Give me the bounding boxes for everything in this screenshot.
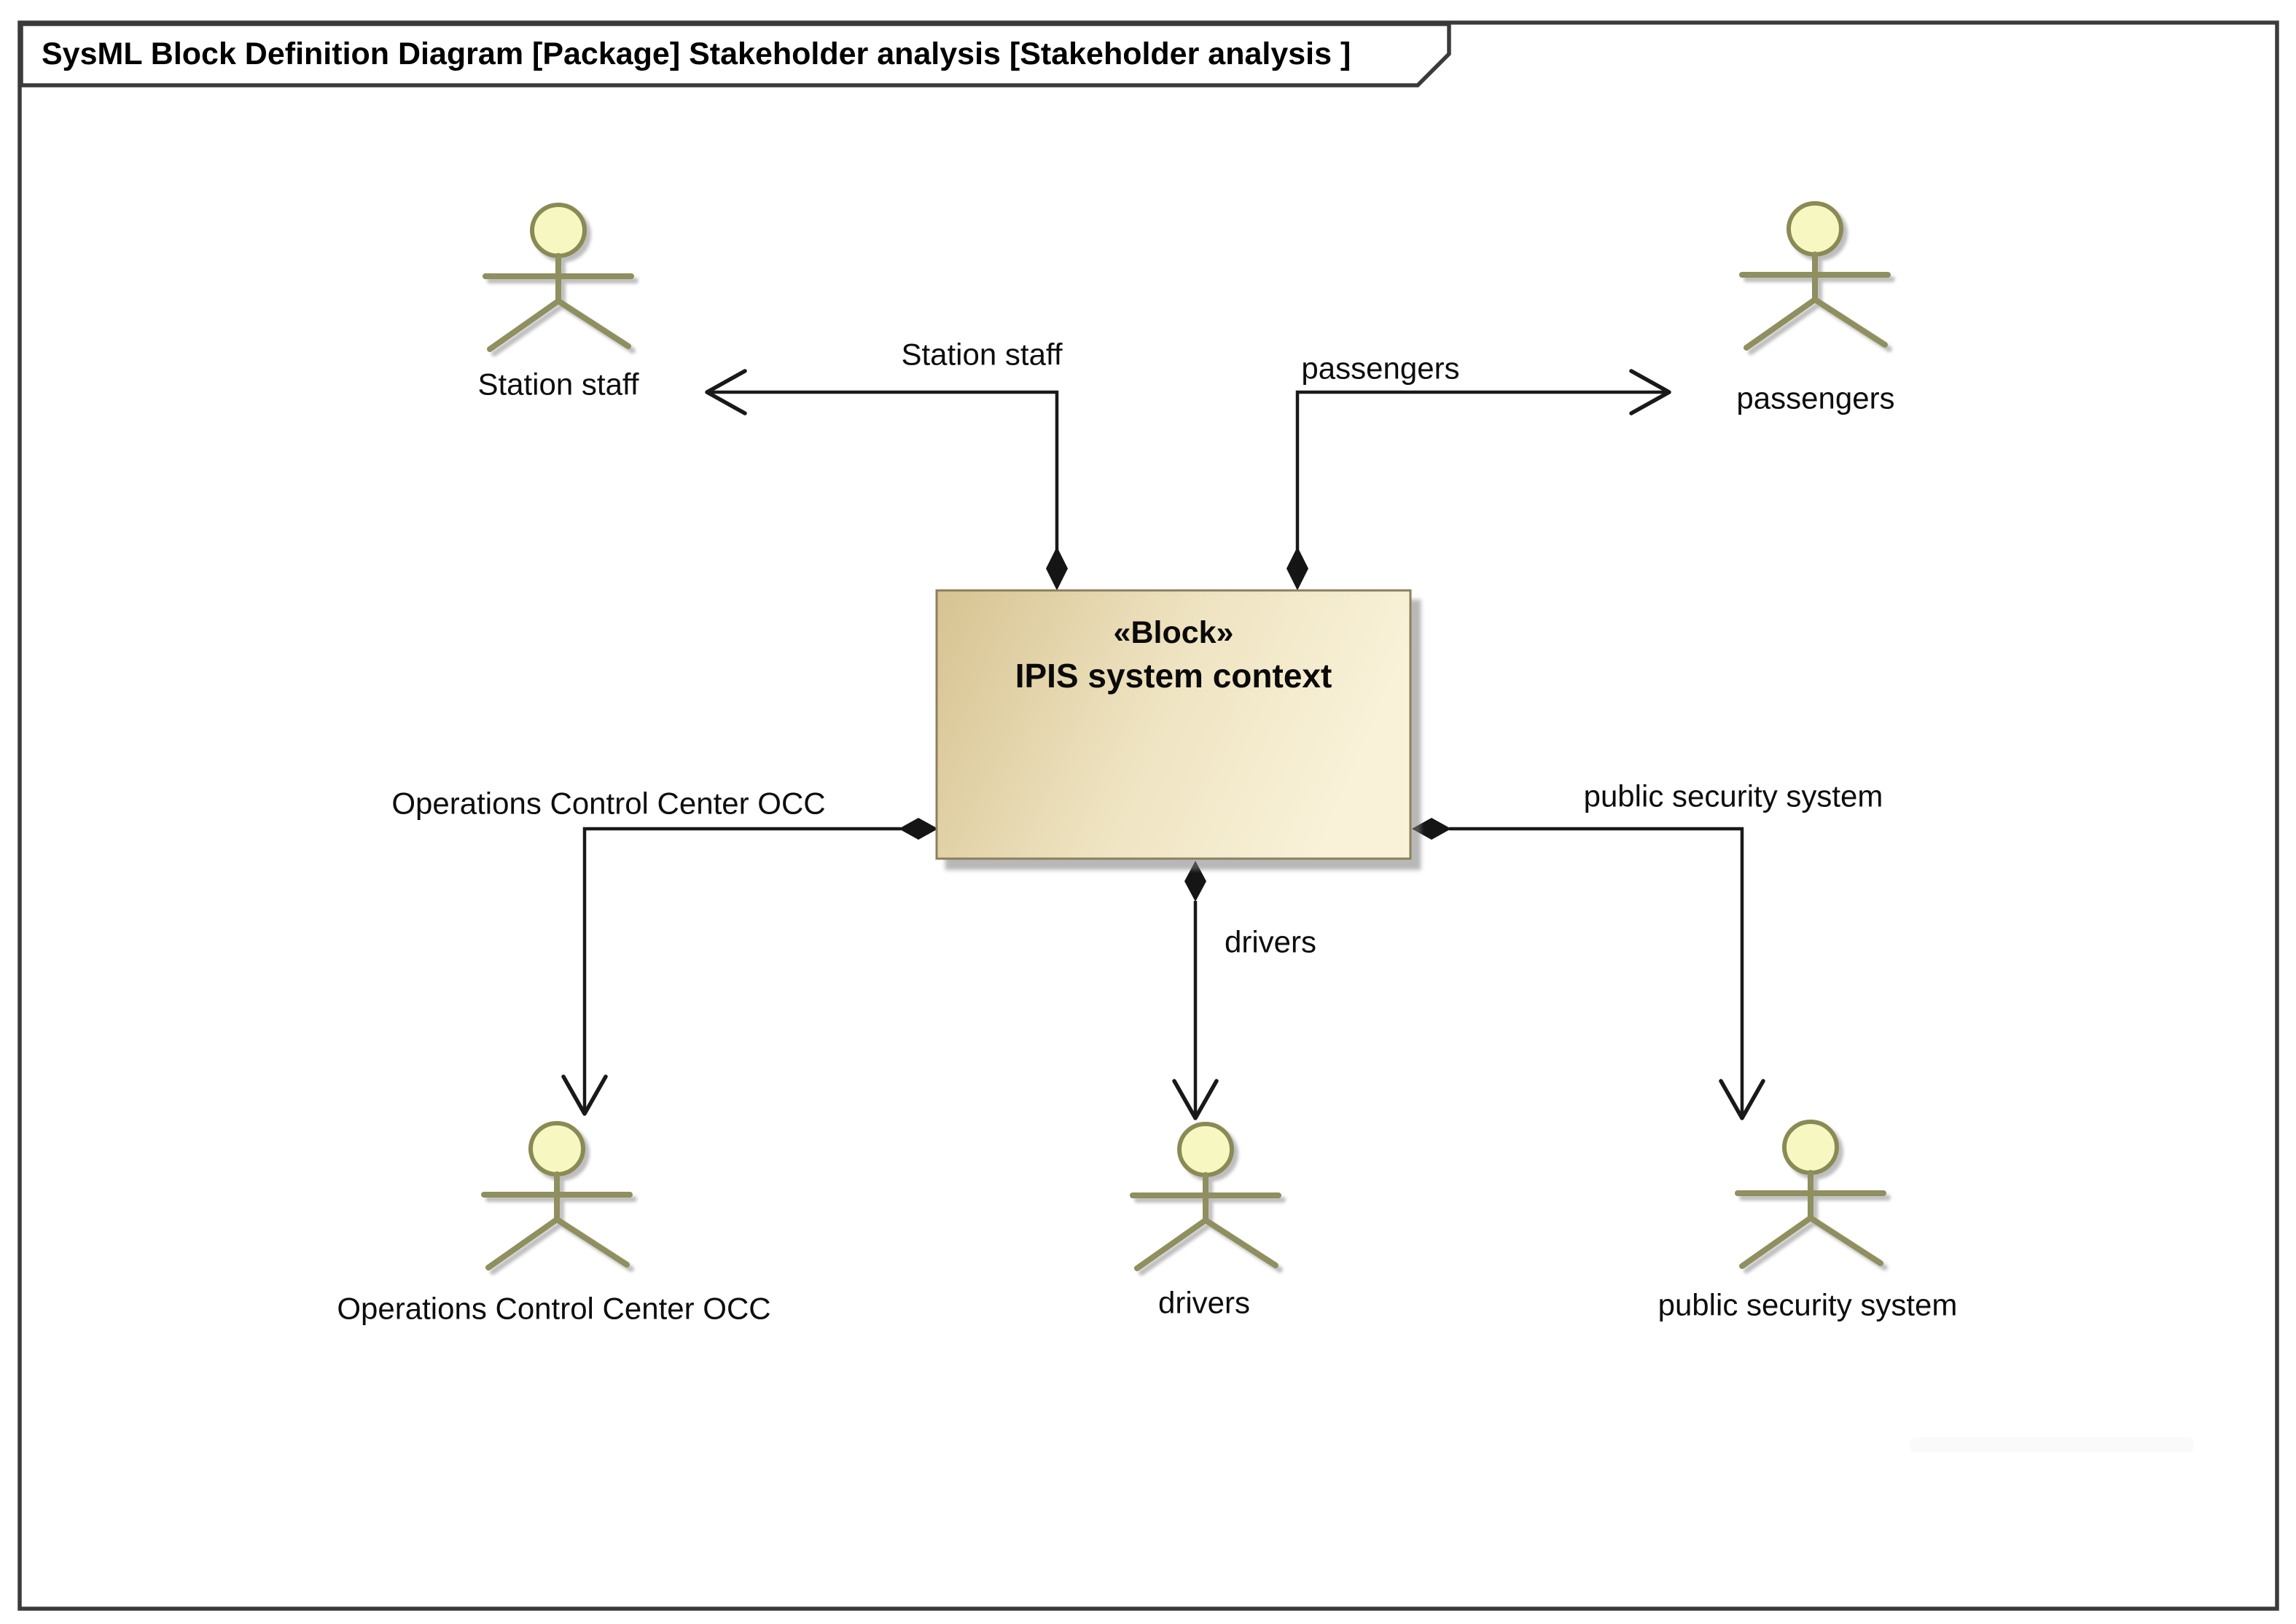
block-stereotype: «Block»	[1114, 615, 1234, 650]
stick-figure-icon	[1735, 1120, 1886, 1269]
composition-diamond	[1046, 547, 1068, 590]
actor-public-security[interactable]: public security system	[1658, 1120, 1958, 1322]
actor-label: Operations Control Center OCC	[337, 1292, 770, 1326]
open-arrowhead	[1719, 1079, 1765, 1120]
actor-drivers[interactable]: drivers	[1130, 1122, 1281, 1320]
stick-figure-icon	[1739, 201, 1891, 351]
connector-line	[1295, 390, 1669, 553]
open-arrowhead	[705, 369, 747, 415]
connector-label: drivers	[1225, 925, 1316, 959]
stick-figure-icon	[481, 1121, 633, 1270]
connector-occ[interactable]: Operations Control Center OCC	[391, 786, 938, 1116]
connector-drivers[interactable]: drivers	[1172, 861, 1316, 1120]
frame-title: SysML Block Definition Diagram [Package]…	[42, 36, 1351, 71]
diagram-frame: SysML Block Definition Diagram [Package]…	[17, 20, 2279, 1611]
open-arrowhead	[1172, 1079, 1219, 1120]
connector-station-staff[interactable]: Station staff	[705, 337, 1068, 591]
faint-smudge	[1910, 1437, 2194, 1452]
open-arrowhead	[1629, 369, 1671, 415]
actor-label: passengers	[1736, 381, 1894, 415]
actor-passengers[interactable]: passengers	[1736, 201, 1895, 415]
stick-figure-icon	[1130, 1122, 1281, 1271]
composition-diamond	[1184, 861, 1206, 902]
block-body[interactable]	[935, 589, 1412, 860]
connector-label: passengers	[1301, 351, 1459, 386]
actor-label: drivers	[1158, 1286, 1250, 1320]
composition-diamond	[1286, 547, 1308, 590]
actor-occ[interactable]: Operations Control Center OCC	[337, 1121, 771, 1326]
connector-label: public security system	[1584, 779, 1883, 813]
frame-title-tab	[19, 22, 1451, 87]
connector-line	[1449, 827, 1744, 1116]
connector-line	[582, 827, 901, 1111]
stick-figure-icon	[483, 203, 634, 352]
actor-label: Station staff	[477, 367, 639, 402]
composition-diamond	[1412, 818, 1451, 840]
actor-label: public security system	[1658, 1288, 1958, 1322]
composition-diamond	[899, 818, 938, 840]
block-ipis-system-context[interactable]: «Block» IPIS system context	[935, 589, 1412, 860]
connector-line	[707, 390, 1059, 553]
open-arrowhead	[561, 1074, 608, 1116]
connector-label: Station staff	[901, 337, 1062, 372]
block-name: IPIS system context	[1015, 657, 1332, 695]
connector-public-security[interactable]: public security system	[1412, 779, 1883, 1120]
connector-label: Operations Control Center OCC	[391, 786, 825, 821]
actor-station-staff[interactable]: Station staff	[477, 203, 639, 402]
connector-passengers[interactable]: passengers	[1286, 351, 1671, 591]
